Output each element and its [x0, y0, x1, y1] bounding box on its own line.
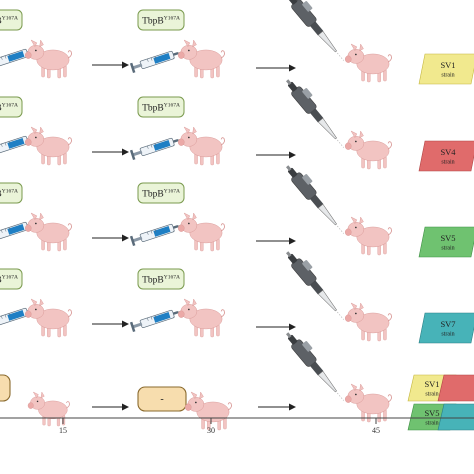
pig-icon [344, 383, 392, 423]
control-label-box-cut [0, 374, 11, 402]
challenge-strain-sv7: SV7 strain [418, 312, 474, 344]
strain-sub: strain [441, 160, 454, 166]
pig-icon [24, 298, 72, 338]
pipette-icon [285, 165, 344, 234]
challenge-strain-shape [437, 374, 474, 402]
antigen-label-box: TbpBY167A [0, 9, 23, 31]
antigen-label: TbpBY167A [0, 275, 18, 286]
pig-icon [344, 130, 392, 170]
strain-name: SV5 [440, 233, 455, 243]
row-sv4: TbpBY167A TbpBY167A SV4 strain [0, 79, 474, 172]
antigen-label-box: TbpBY167A [0, 96, 23, 118]
pig-icon [177, 126, 225, 166]
pig-icon [344, 216, 392, 256]
antigen-label-box: TbpBY167A [137, 9, 185, 31]
antigen-label: TbpBY167A [0, 103, 18, 114]
syringe-icon [129, 137, 186, 161]
syringe-icon [129, 223, 186, 247]
antigen-label: TbpBY167A [142, 189, 180, 200]
strain-sub: strain [425, 392, 438, 398]
antigen-label: TbpBY167A [142, 103, 180, 114]
antigen-label-box: TbpBY167A [137, 96, 185, 118]
pig-icon [177, 298, 225, 338]
antigen-label-box: TbpBY167A [0, 268, 23, 290]
pipette-icon [285, 332, 344, 401]
antigen-label: TbpBY167A [142, 16, 180, 27]
timeline-axis: 15 30 45 [0, 417, 474, 435]
pipette-icon [285, 251, 344, 320]
strain-name: SV5 [424, 408, 439, 418]
pig-icon [184, 391, 232, 431]
antigen-label-box: TbpBY167A [0, 182, 23, 204]
tick-label: 15 [59, 426, 67, 435]
row-sv1: TbpBY167A TbpBY167A SV1 strain [0, 0, 474, 85]
pipette-icon [288, 0, 344, 61]
strain-name: SV4 [440, 147, 456, 157]
antigen-label: TbpBY167A [0, 189, 18, 200]
strain-sub: strain [441, 73, 454, 79]
strain-name: SV7 [440, 319, 455, 329]
control-label-box: - [137, 386, 187, 412]
tick-label: 30 [207, 426, 215, 435]
challenge-strain-sv5: SV5 strain [418, 226, 474, 258]
row-sv7: TbpBY167A TbpBY167A SV7 strain [0, 251, 474, 344]
strain-sub: strain [441, 332, 454, 338]
syringe-icon [129, 309, 186, 333]
tick-label: 45 [372, 426, 380, 435]
pig-icon [344, 302, 392, 342]
row-sv5: TbpBY167A TbpBY167A SV5 strain [0, 165, 474, 258]
antigen-label-box: TbpBY167A [137, 268, 185, 290]
strain-sub: strain [441, 246, 454, 252]
pig-icon [24, 39, 72, 79]
pig-icon [177, 39, 225, 79]
pig-icon [24, 126, 72, 166]
strain-name: SV1 [440, 60, 455, 70]
strain-sub: strain [425, 421, 438, 427]
syringe-icon [129, 50, 186, 74]
strain-name: SV1 [424, 379, 439, 389]
antigen-label-box: TbpBY167A [137, 182, 185, 204]
control-label: - [160, 394, 163, 405]
pipette-icon [285, 79, 344, 148]
challenge-strain-shape [437, 403, 474, 431]
antigen-label: TbpBY167A [0, 16, 18, 27]
challenge-strain-sv1: SV1 strain [418, 53, 474, 85]
pig-icon [24, 212, 72, 252]
challenge-strain-sv4: SV4 strain [418, 140, 474, 172]
pig-icon [177, 212, 225, 252]
antigen-label: TbpBY167A [142, 275, 180, 286]
pig-icon [344, 43, 392, 83]
